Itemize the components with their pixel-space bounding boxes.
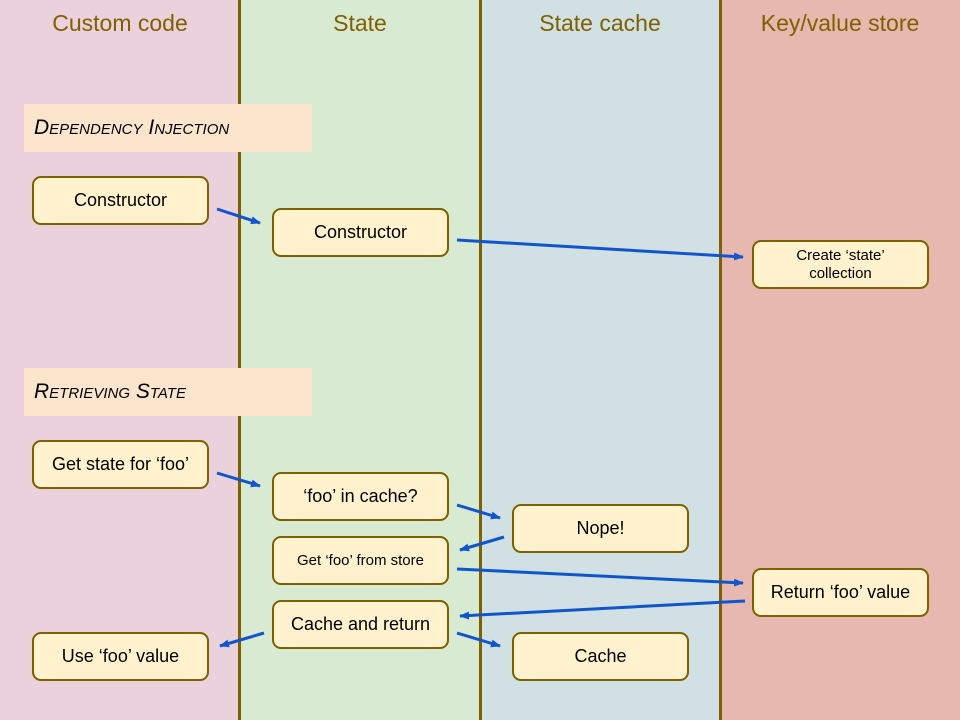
arrow-get-from-store-to-store (456, 567, 744, 587)
return-foo-value-box: Return ‘foo’ value (752, 568, 929, 617)
lane-divider (479, 0, 482, 720)
arrow-get-state-to-cache-check (216, 471, 261, 488)
arrow-store-to-cache-and-return (459, 599, 746, 620)
arrow-cache-and-return-to-cache (456, 631, 501, 648)
foo-in-cache-box: ‘foo’ in cache? (272, 472, 449, 521)
lane-title-state: State (333, 10, 387, 36)
lane-divider (238, 0, 241, 720)
arrow-state-to-store (456, 238, 744, 261)
create-state-collection-box: Create ‘state’ collection (752, 240, 929, 289)
lane-title-key-value-store: Key/value store (760, 10, 920, 36)
arrow-cache-check-to-nope (456, 503, 501, 520)
section-retrieving-state: Retrieving State (24, 368, 312, 416)
lane-title-state-cache: State cache (539, 10, 661, 36)
arrow-nope-to-get-from-store (459, 535, 505, 552)
get-foo-from-store-box: Get ‘foo’ from store (272, 536, 449, 585)
lane-state-cache: State cache (480, 0, 720, 720)
use-foo-value-box: Use ‘foo’ value (32, 632, 209, 681)
cache-and-return-box: Cache and return (272, 600, 449, 649)
lane-divider (719, 0, 722, 720)
lane-title-custom-code: Custom code (52, 10, 188, 36)
state-constructor-box: Constructor (272, 208, 449, 257)
nope-box: Nope! (512, 504, 689, 553)
arrow-constructor-to-state (216, 207, 261, 225)
custom-constructor-box: Constructor (32, 176, 209, 225)
get-state-for-foo-box: Get state for ‘foo’ (32, 440, 209, 489)
arrow-cache-and-return-to-use (219, 631, 265, 648)
section-dependency-injection: Dependency Injection (24, 104, 312, 152)
cache-box: Cache (512, 632, 689, 681)
